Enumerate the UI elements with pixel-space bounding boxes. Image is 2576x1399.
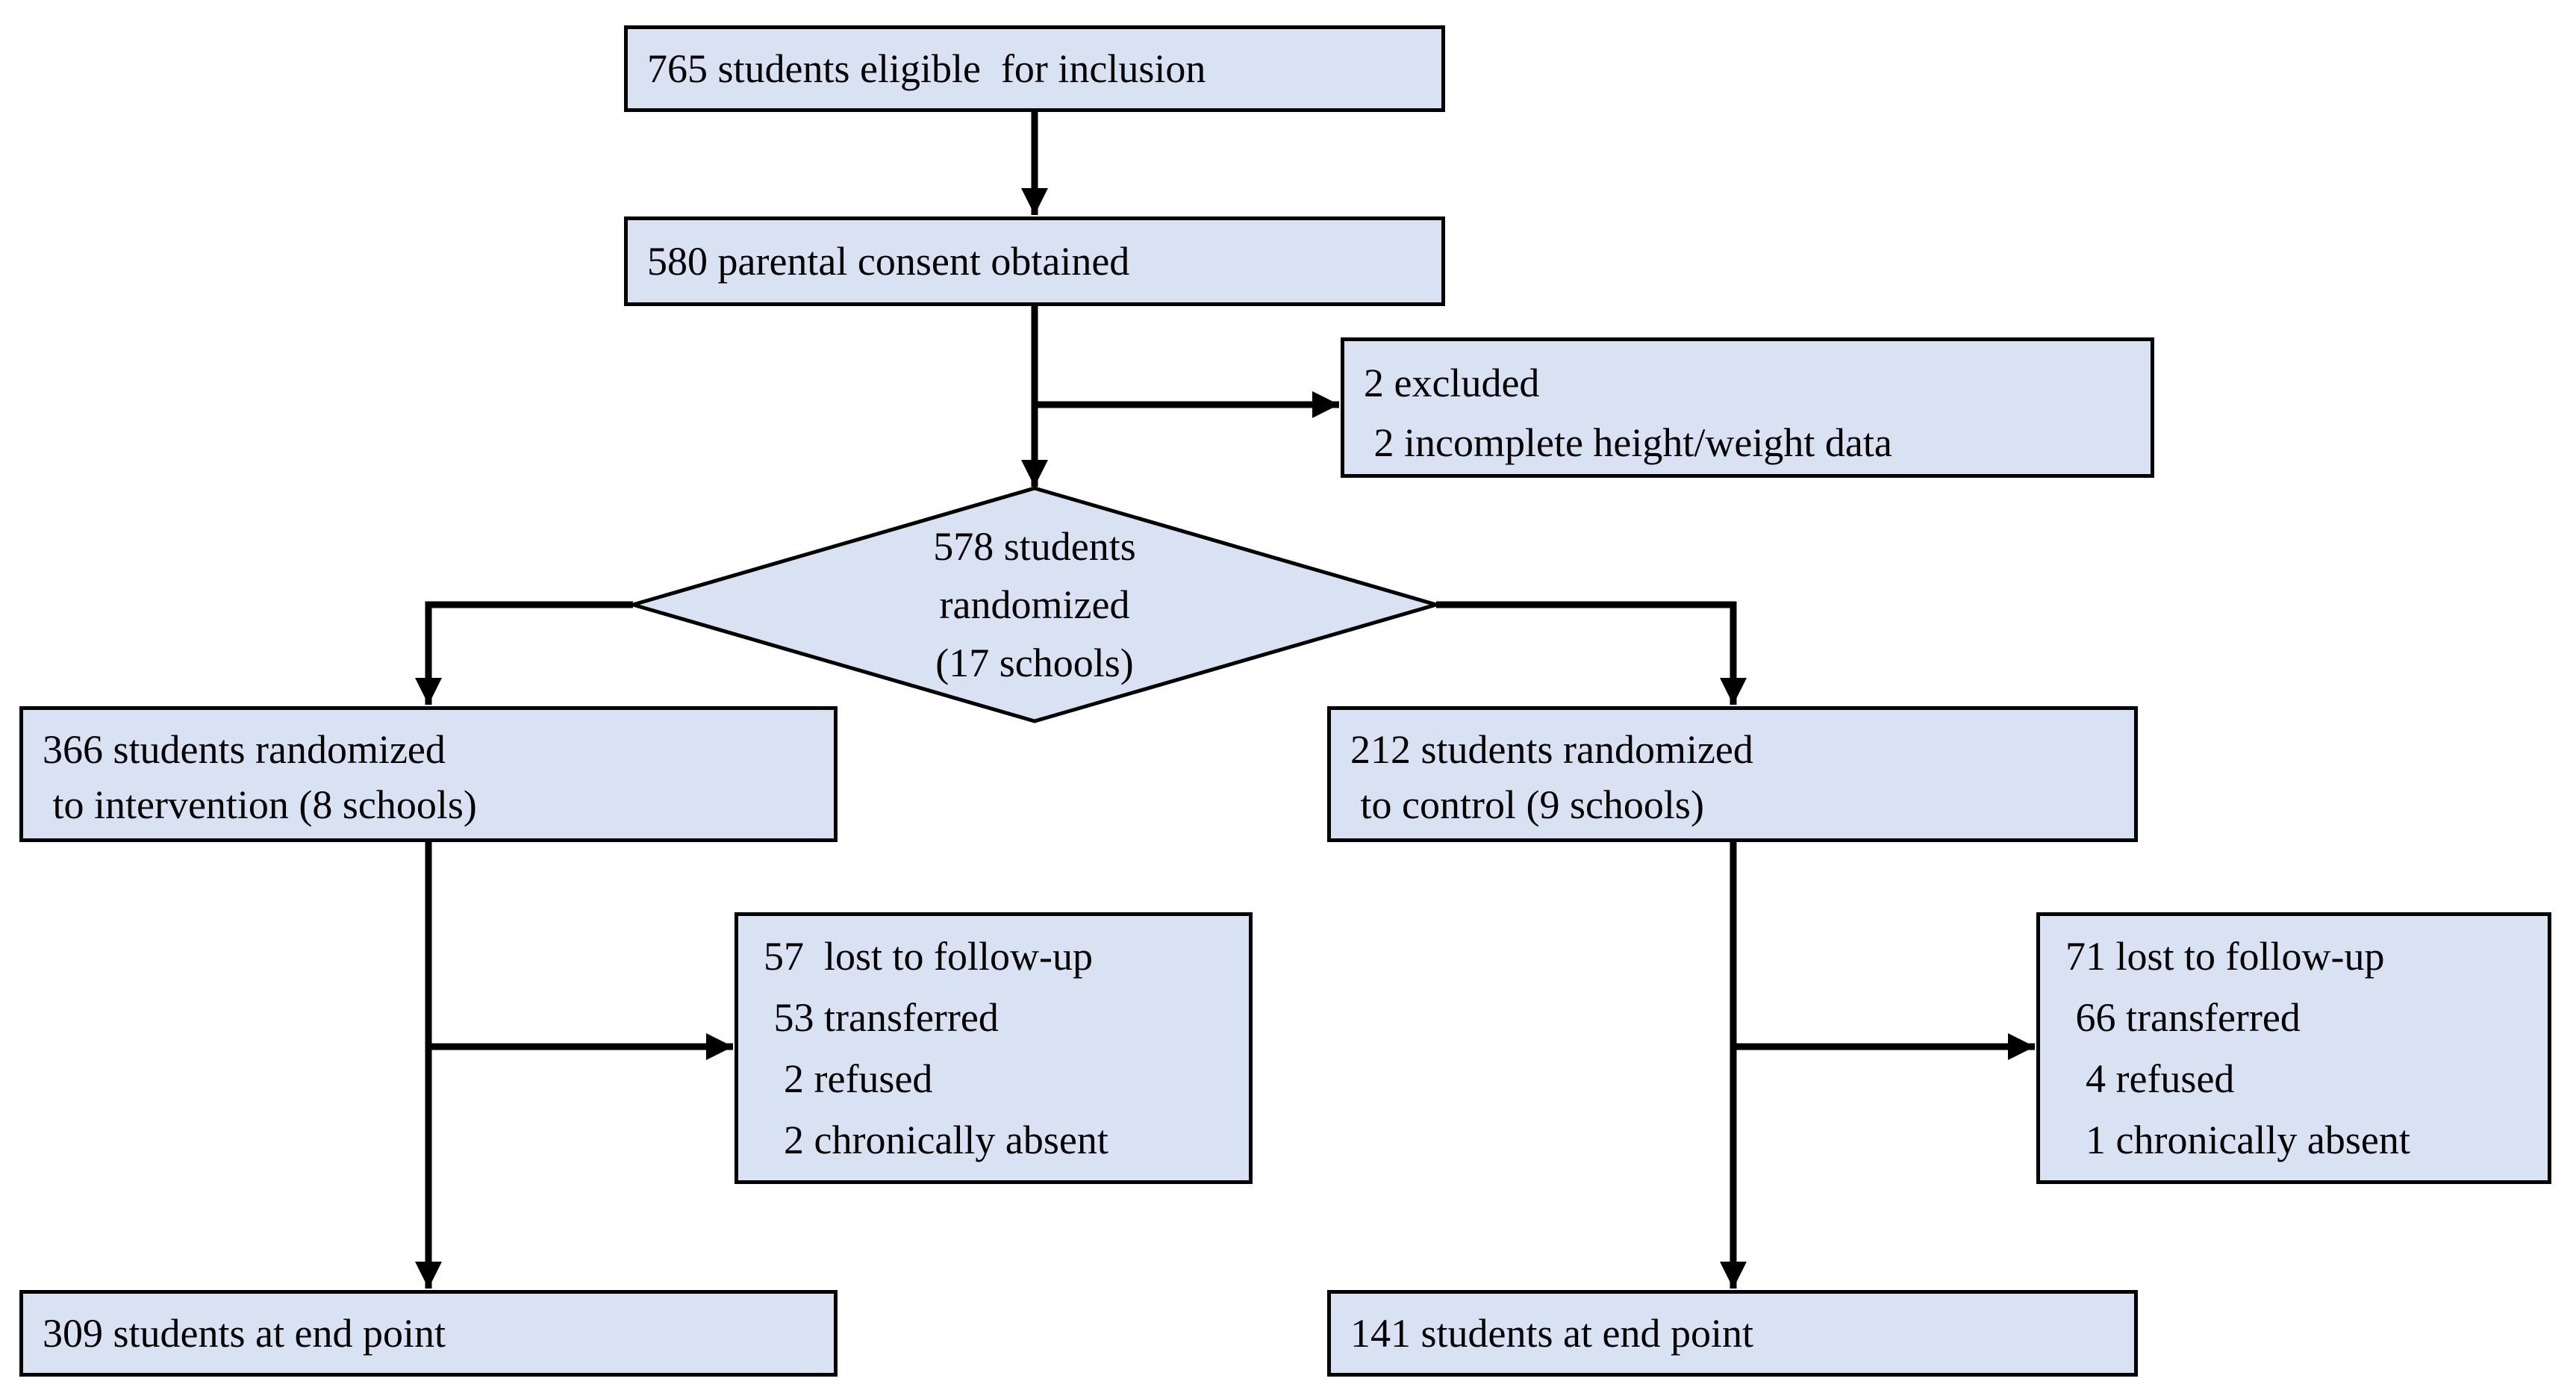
node-intervention-line2: to intervention (8 schools) bbox=[43, 782, 477, 827]
arrow-randomized-to-control bbox=[1436, 601, 1747, 705]
lost-intervention-line1: 57 lost to follow-up bbox=[764, 934, 1093, 979]
endpoint-intervention-text: 309 students at end point bbox=[43, 1310, 446, 1356]
lost-intervention-line3: 2 refused bbox=[764, 1056, 933, 1101]
node-excluded-line2: 2 incomplete height/weight data bbox=[1364, 420, 1892, 465]
node-parental-consent: 580 parental consent obtained bbox=[624, 216, 1445, 306]
node-excluded-line1: 2 excluded bbox=[1364, 361, 1540, 405]
node-endpoint-control: 141 students at end point bbox=[1327, 1290, 2138, 1377]
node-randomized-line2: randomized bbox=[939, 582, 1130, 627]
node-lost-followup-control: 71 lost to follow-up 66 transferred 4 re… bbox=[2036, 912, 2551, 1184]
node-eligible-text: 765 students eligible for inclusion bbox=[647, 46, 1206, 91]
lost-intervention-line2: 53 transferred bbox=[764, 995, 999, 1040]
node-excluded: 2 excluded 2 incomplete height/weight da… bbox=[1341, 337, 2154, 478]
node-randomized-line3: (17 schools) bbox=[935, 641, 1134, 685]
arrow-randomized-to-intervention bbox=[415, 601, 633, 705]
lost-control-line2: 66 transferred bbox=[2065, 995, 2301, 1040]
node-randomized-line1: 578 students bbox=[933, 524, 1136, 569]
node-control-arm: 212 students randomized to control (9 sc… bbox=[1327, 706, 2138, 842]
node-eligible: 765 students eligible for inclusion bbox=[624, 25, 1445, 112]
node-intervention-arm: 366 students randomized to intervention … bbox=[19, 706, 838, 842]
node-lost-followup-intervention: 57 lost to follow-up 53 transferred 2 re… bbox=[735, 912, 1253, 1184]
lost-control-line3: 4 refused bbox=[2065, 1056, 2235, 1101]
node-control-line1: 212 students randomized bbox=[1350, 727, 1753, 772]
lost-intervention-line4: 2 chronically absent bbox=[764, 1118, 1108, 1162]
node-intervention-line1: 366 students randomized bbox=[43, 727, 446, 772]
endpoint-control-text: 141 students at end point bbox=[1350, 1310, 1753, 1356]
lost-control-line1: 71 lost to follow-up bbox=[2065, 934, 2385, 979]
node-consent-text: 580 parental consent obtained bbox=[647, 238, 1130, 284]
node-control-line2: to control (9 schools) bbox=[1350, 782, 1704, 827]
node-endpoint-intervention: 309 students at end point bbox=[19, 1290, 838, 1377]
lost-control-line4: 1 chronically absent bbox=[2065, 1118, 2410, 1162]
node-randomized: 578 students randomized (17 schools) bbox=[633, 488, 1436, 721]
